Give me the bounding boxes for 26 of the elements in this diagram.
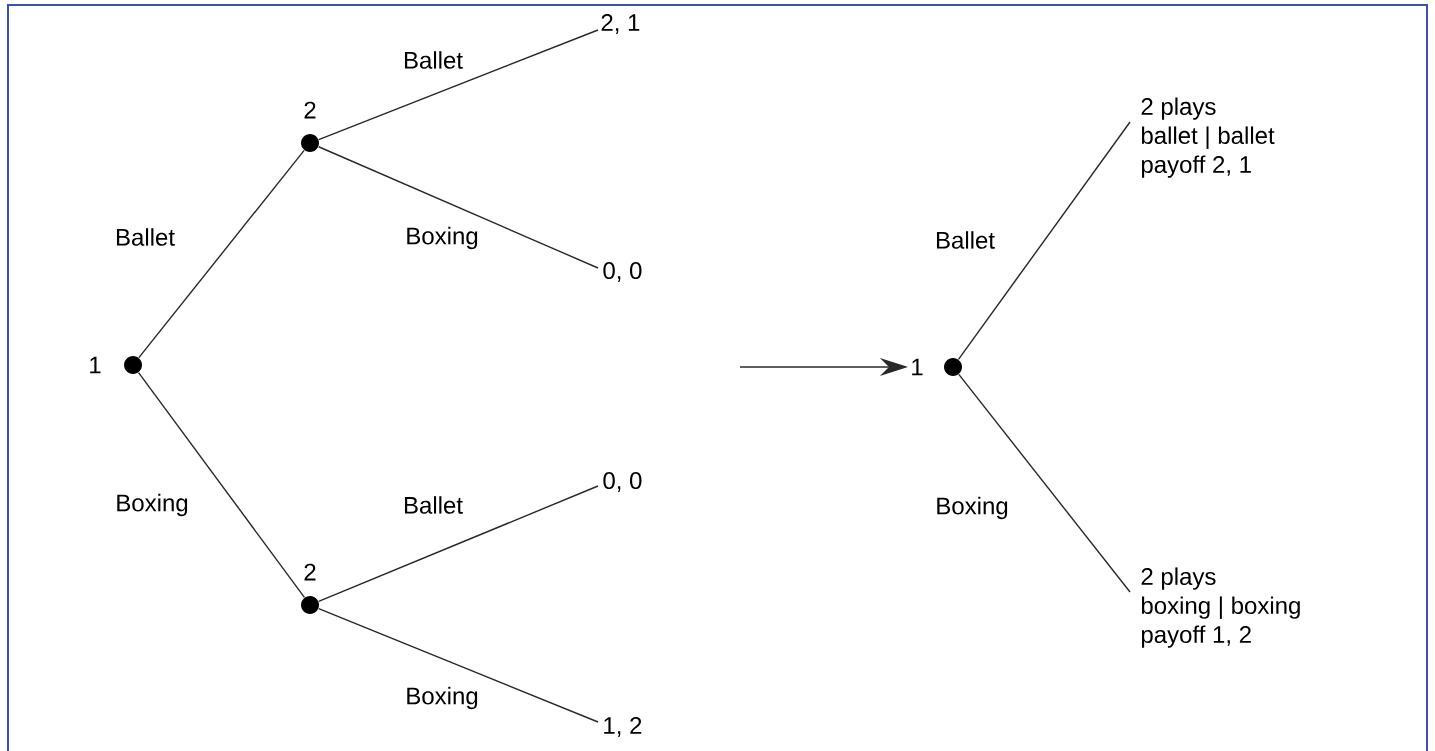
move-label: Ballet — [936, 231, 995, 249]
player-number: 2 — [304, 101, 316, 119]
payoff-text: 0, 0 — [603, 472, 642, 492]
move-label: Ballet — [116, 228, 175, 246]
tree-branch — [317, 146, 599, 269]
payoff-text: 1, 2 — [604, 717, 642, 737]
tree-branch — [318, 485, 599, 603]
payoff-text: 2 plays boxing | boxing payoff 1, 2 — [1141, 567, 1300, 648]
player-number: 2 — [304, 563, 316, 581]
move-label: Boxing — [407, 686, 478, 710]
tree-branch — [957, 121, 1131, 361]
move-label: Boxing — [117, 493, 188, 517]
move-label: Boxing — [937, 496, 1008, 520]
tree-branch — [138, 149, 305, 359]
player-number: 1 — [90, 356, 101, 374]
payoff-text: 2, 1 — [601, 14, 640, 34]
payoff-text: 0, 0 — [603, 262, 642, 282]
player-number: 1 — [912, 358, 923, 376]
tree-branch — [318, 29, 599, 141]
move-label: Ballet — [404, 51, 463, 69]
payoff-text: 2 plays ballet | ballet payoff 2, 1 — [1141, 97, 1275, 178]
move-label: Boxing — [407, 226, 478, 250]
tree-branch — [318, 607, 599, 723]
tree-branch — [958, 373, 1131, 593]
tree-branch — [137, 371, 306, 599]
move-label: Ballet — [404, 496, 463, 514]
